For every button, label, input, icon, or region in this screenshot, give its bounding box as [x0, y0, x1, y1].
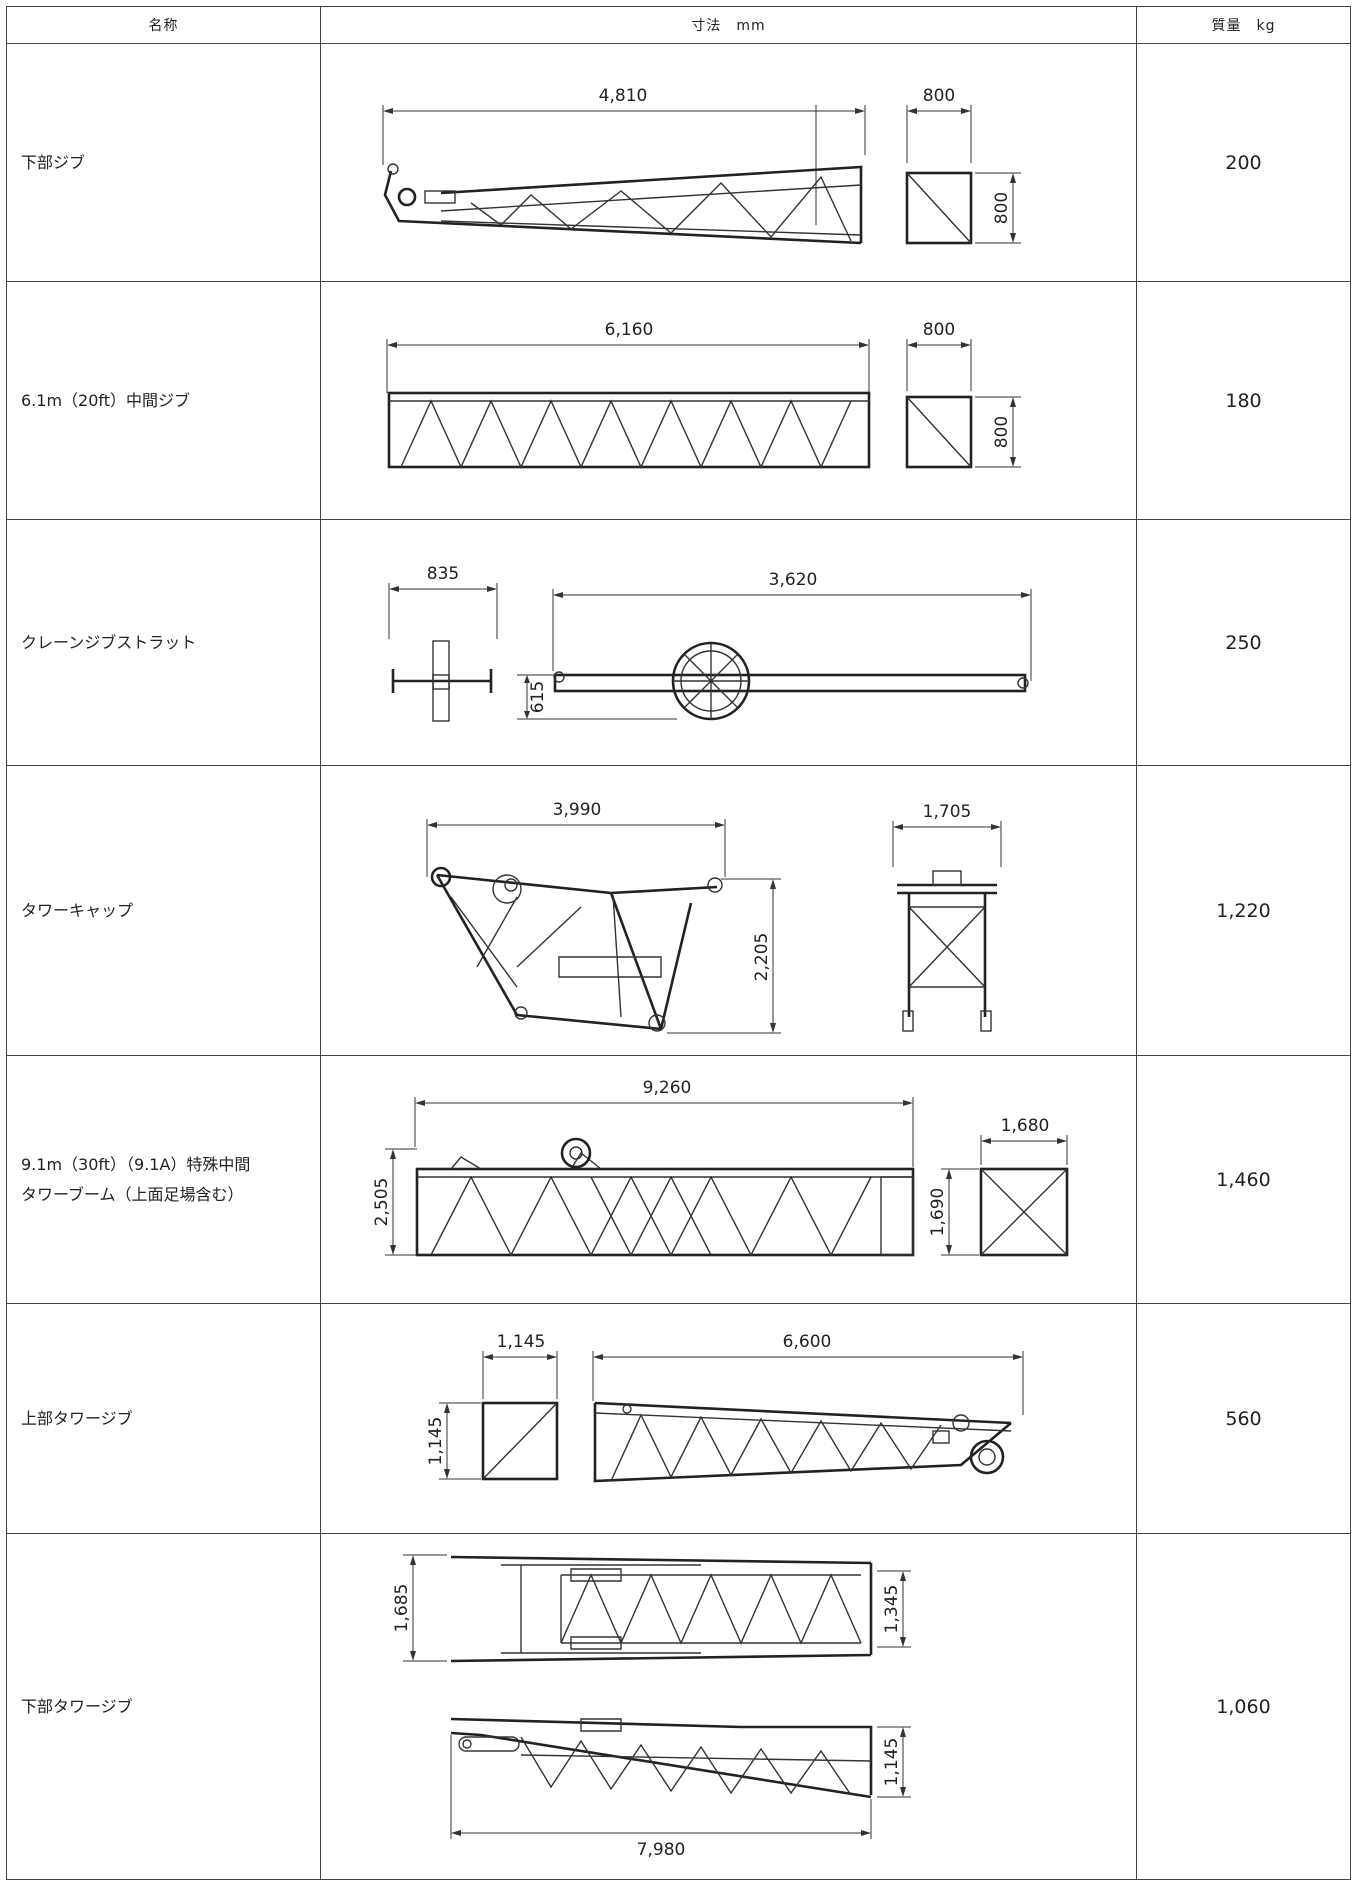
dim-label: 1,145	[882, 1737, 902, 1786]
dim-label: 1,145	[497, 1332, 546, 1352]
table-row: クレーンジブストラット 835 3,620	[6, 519, 1351, 766]
row-drawing: 9,260 2,505 1,680 1,690	[320, 1055, 1137, 1304]
row-mass: 200	[1136, 43, 1351, 282]
dim-label: 800	[992, 191, 1012, 223]
table-row: 下部ジブ 4,810 800	[6, 43, 1351, 282]
lower-jib-drawing: 4,810 800 800	[382, 86, 1021, 244]
row-name: 下部タワージブ	[6, 1533, 321, 1880]
dim-label: 800	[923, 86, 955, 106]
intermediate-jib-drawing: 6,160 800 800	[386, 320, 1021, 469]
spec-sheet: 名称 寸法 mm 質量 kg 下部ジブ 4,810 800	[6, 6, 1351, 1884]
row-name-line: タワーブーム（上面足場含む）	[21, 1184, 244, 1204]
row-name: 9.1m（30ft）（9.1A）特殊中間 タワーブーム（上面足場含む）	[6, 1055, 321, 1304]
row-drawing: 835 3,620 615	[320, 519, 1137, 766]
row-drawing: 3,990 2,205 1,705	[320, 765, 1137, 1056]
row-mass: 1,220	[1136, 765, 1351, 1056]
lower-tower-jib-drawing: 1,685 1,345 1,145	[392, 1554, 911, 1860]
dim-label: 3,620	[769, 570, 818, 590]
dim-label: 835	[427, 564, 459, 584]
header-row: 名称 寸法 mm 質量 kg	[6, 6, 1351, 44]
row-mass: 180	[1136, 281, 1351, 520]
row-name: クレーンジブストラット	[6, 519, 321, 766]
dim-label: 9,260	[643, 1078, 692, 1098]
header-dimensions: 寸法 mm	[320, 6, 1137, 44]
row-mass: 1,460	[1136, 1055, 1351, 1304]
row-drawing: 1,685 1,345 1,145	[320, 1533, 1137, 1880]
row-name: タワーキャップ	[6, 765, 321, 1056]
dim-label: 2,205	[752, 932, 772, 981]
dim-label: 6,160	[605, 320, 654, 340]
row-mass: 560	[1136, 1303, 1351, 1534]
row-drawing: 4,810 800 800	[320, 43, 1137, 282]
component-table: 名称 寸法 mm 質量 kg 下部ジブ 4,810 800	[6, 6, 1351, 1880]
row-name: 下部ジブ	[6, 43, 321, 282]
dim-label: 3,990	[553, 800, 602, 820]
header-mass: 質量 kg	[1136, 6, 1351, 44]
row-drawing: 1,145 1,145 6,600	[320, 1303, 1137, 1534]
row-name-line: 9.1m（30ft）（9.1A）特殊中間	[21, 1154, 251, 1174]
upper-tower-jib-drawing: 1,145 1,145 6,600	[426, 1332, 1024, 1482]
row-name: 6.1m（20ft）中間ジブ	[6, 281, 321, 520]
dim-label: 1,690	[928, 1187, 948, 1236]
row-name: 上部タワージブ	[6, 1303, 321, 1534]
table-row: 上部タワージブ 1,145 1,145 6,600	[6, 1303, 1351, 1534]
dim-label: 1,680	[1001, 1116, 1050, 1136]
dim-label: 1,705	[923, 802, 972, 822]
dim-label: 1,345	[882, 1584, 902, 1633]
row-mass: 250	[1136, 519, 1351, 766]
row-mass: 1,060	[1136, 1533, 1351, 1880]
dim-label: 1,145	[426, 1416, 446, 1465]
dim-label: 1,685	[392, 1583, 412, 1632]
dim-label: 800	[992, 415, 1012, 447]
jib-strut-drawing: 835 3,620 615	[388, 564, 1032, 722]
dim-label: 800	[923, 320, 955, 340]
dim-label: 7,980	[637, 1840, 686, 1860]
row-drawing: 6,160 800 800	[320, 281, 1137, 520]
tower-cap-drawing: 3,990 2,205 1,705	[426, 800, 1002, 1033]
tower-boom-drawing: 9,260 2,505 1,680 1,690	[372, 1078, 1069, 1257]
table-row: 9.1m（30ft）（9.1A）特殊中間 タワーブーム（上面足場含む） 9,26…	[6, 1055, 1351, 1304]
dim-label: 4,810	[599, 86, 648, 106]
dim-label: 2,505	[372, 1177, 392, 1226]
dim-label: 6,600	[783, 1332, 832, 1352]
table-row: 6.1m（20ft）中間ジブ 6,160 800 800	[6, 281, 1351, 520]
table-row: タワーキャップ 3,990 2,205 1,705	[6, 765, 1351, 1056]
header-name: 名称	[6, 6, 321, 44]
dim-label: 615	[528, 680, 548, 712]
table-row: 下部タワージブ 1,685 1,345	[6, 1533, 1351, 1880]
